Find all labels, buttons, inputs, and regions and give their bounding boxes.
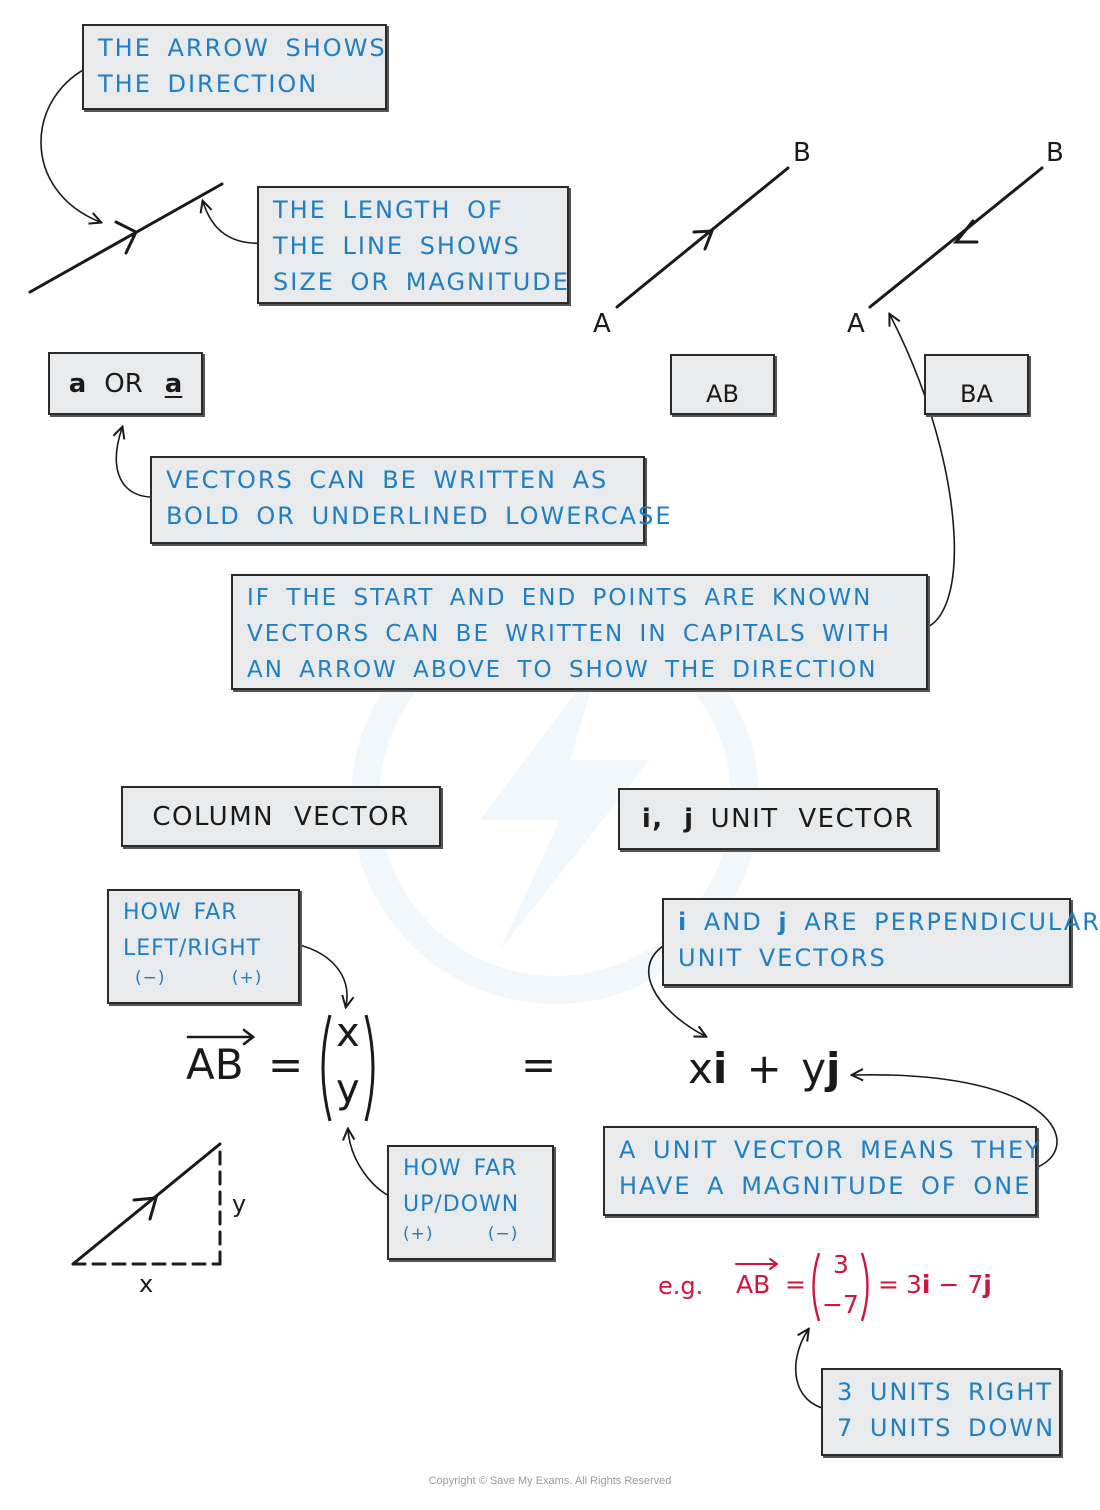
rhs-plus: + <box>746 1044 782 1093</box>
note-up-down: HOW FAR UP/DOWN (+) (−) <box>387 1145 554 1260</box>
note-left-right: HOW FAR LEFT/RIGHT (−) (+) <box>107 889 300 1004</box>
label-lowercase-forms: a OR a <box>48 352 203 415</box>
example-rhs-i: i <box>921 1270 931 1299</box>
example-rhs-b: − 7 <box>930 1270 984 1299</box>
connector-capitals <box>890 315 956 631</box>
note-line: UP/DOWN <box>403 1192 520 1217</box>
overarrow-example <box>735 1258 779 1270</box>
copyright-text: Copyright © Save My Exams. All Rights Re… <box>428 1475 672 1487</box>
vector-ab <box>615 166 790 309</box>
note-and: AND <box>703 908 763 936</box>
equation-equals-2: = <box>521 1040 557 1089</box>
rhs-x: x <box>688 1044 713 1093</box>
point-a2: A <box>847 309 865 339</box>
a-bold: a <box>68 368 87 399</box>
note-units-example: 3 UNITS RIGHT 7 UNITS DOWN <box>821 1368 1061 1456</box>
or-word: OR <box>104 368 143 399</box>
note-line: UNIT VECTORS <box>678 944 887 972</box>
note-line: THE LENGTH OF <box>273 196 504 224</box>
note-line: HOW FAR <box>123 900 238 925</box>
label-column-vector: COLUMN VECTOR <box>121 786 441 847</box>
example-eq-2: = <box>878 1270 899 1299</box>
triangle-y-label: y <box>232 1190 247 1218</box>
point-a1: A <box>593 309 611 339</box>
note-line: VECTORS CAN BE WRITTEN AS <box>166 466 609 494</box>
column-bracket-main <box>321 1014 375 1122</box>
example-lhs: AB <box>736 1270 771 1299</box>
note-line: 7 UNITS DOWN <box>837 1414 1056 1442</box>
example-eq: = <box>785 1270 806 1299</box>
connector-lowercase <box>116 428 161 498</box>
note-rest: ARE PERPENDICULAR <box>804 908 1100 936</box>
point-b1: B <box>793 138 811 168</box>
sign-up: (+) <box>403 1224 434 1244</box>
note-arrow-direction: THE ARROW SHOWS THE DIRECTION <box>82 24 387 110</box>
column-vector-text: COLUMN VECTOR <box>152 801 410 832</box>
rhs-y: y <box>801 1044 827 1093</box>
vector-line-main <box>28 182 224 294</box>
note-line: VECTORS CAN BE WRITTEN IN CAPITALS WITH <box>247 621 891 647</box>
sign-down: (−) <box>487 1224 519 1244</box>
equation-rhs: xi + yj <box>688 1044 840 1093</box>
note-line: i AND j ARE PERPENDICULAR <box>678 904 1099 940</box>
ba-text: BA <box>960 379 993 408</box>
connector-units-example <box>794 1330 833 1411</box>
note-line: BOLD OR UNDERLINED LOWERCASE <box>166 502 673 530</box>
note-i: i <box>678 908 689 936</box>
point-b2: B <box>1046 138 1064 168</box>
example-bottom: −7 <box>822 1290 859 1319</box>
example-rhs-a: 3 <box>906 1270 922 1299</box>
note-signs: (−) (+) <box>123 967 284 989</box>
note-j: j <box>778 908 789 936</box>
connector-direction <box>40 64 100 222</box>
note-capitals: IF THE START AND END POINTS ARE KNOWN VE… <box>231 574 928 690</box>
ab-text: AB <box>706 379 739 408</box>
ij-text: i, j <box>641 804 695 834</box>
connector-perpendicular <box>648 942 705 1036</box>
note-unit-magnitude: A UNIT VECTOR MEANS THEY HAVE A MAGNITUD… <box>603 1126 1042 1216</box>
note-line: THE LINE SHOWS <box>273 232 521 260</box>
note-line-length: THE LENGTH OF THE LINE SHOWS SIZE OR MAG… <box>257 186 569 304</box>
connector-left-right <box>289 942 347 1006</box>
note-line: SIZE OR MAGNITUDE <box>273 268 570 296</box>
note-line: 3 UNITS RIGHT <box>837 1378 1054 1406</box>
note-bold-underlined: VECTORS CAN BE WRITTEN AS BOLD OR UNDERL… <box>150 456 673 544</box>
note-perpendicular: i AND j ARE PERPENDICULAR UNIT VECTORS <box>662 898 1099 986</box>
label-ba: BA <box>924 354 1029 415</box>
equation-lhs: AB <box>186 1040 244 1089</box>
triangle-x-label: x <box>139 1270 154 1298</box>
sign-right: (+) <box>231 968 263 988</box>
note-signs: (+) (−) <box>403 1223 538 1245</box>
a-underlined: a <box>164 368 183 399</box>
example-top: 3 <box>833 1250 849 1279</box>
column-bracket-example <box>812 1252 869 1322</box>
example-rhs-j: j <box>983 1270 992 1299</box>
equation-equals: = <box>268 1040 304 1089</box>
connector-unit <box>853 1075 1058 1169</box>
note-line: A UNIT VECTOR MEANS THEY <box>619 1136 1042 1164</box>
vector-ba <box>868 166 1044 309</box>
note-line: LEFT/RIGHT <box>123 936 262 961</box>
component-triangle <box>71 1142 222 1266</box>
note-line: HAVE A MAGNITUDE OF ONE <box>619 1172 1032 1200</box>
note-line: AN ARROW ABOVE TO SHOW THE DIRECTION <box>247 657 878 683</box>
sign-left: (−) <box>135 968 166 988</box>
note-line: THE ARROW SHOWS <box>98 34 387 62</box>
unit-vector-text: UNIT VECTOR <box>710 804 915 834</box>
note-line: IF THE START AND END POINTS ARE KNOWN <box>247 585 873 611</box>
rhs-j: j <box>826 1044 841 1093</box>
note-line: THE DIRECTION <box>98 70 319 98</box>
label-ab: AB <box>670 354 775 415</box>
example-rhs: 3i − 7j <box>906 1270 992 1299</box>
example-eg: e.g. <box>658 1272 704 1300</box>
label-ij-unit-vector: i, j UNIT VECTOR <box>618 788 938 850</box>
rhs-i: i <box>712 1044 728 1093</box>
note-line: HOW FAR <box>403 1156 518 1181</box>
equation-y: y <box>336 1066 360 1112</box>
equation-x: x <box>336 1010 360 1056</box>
